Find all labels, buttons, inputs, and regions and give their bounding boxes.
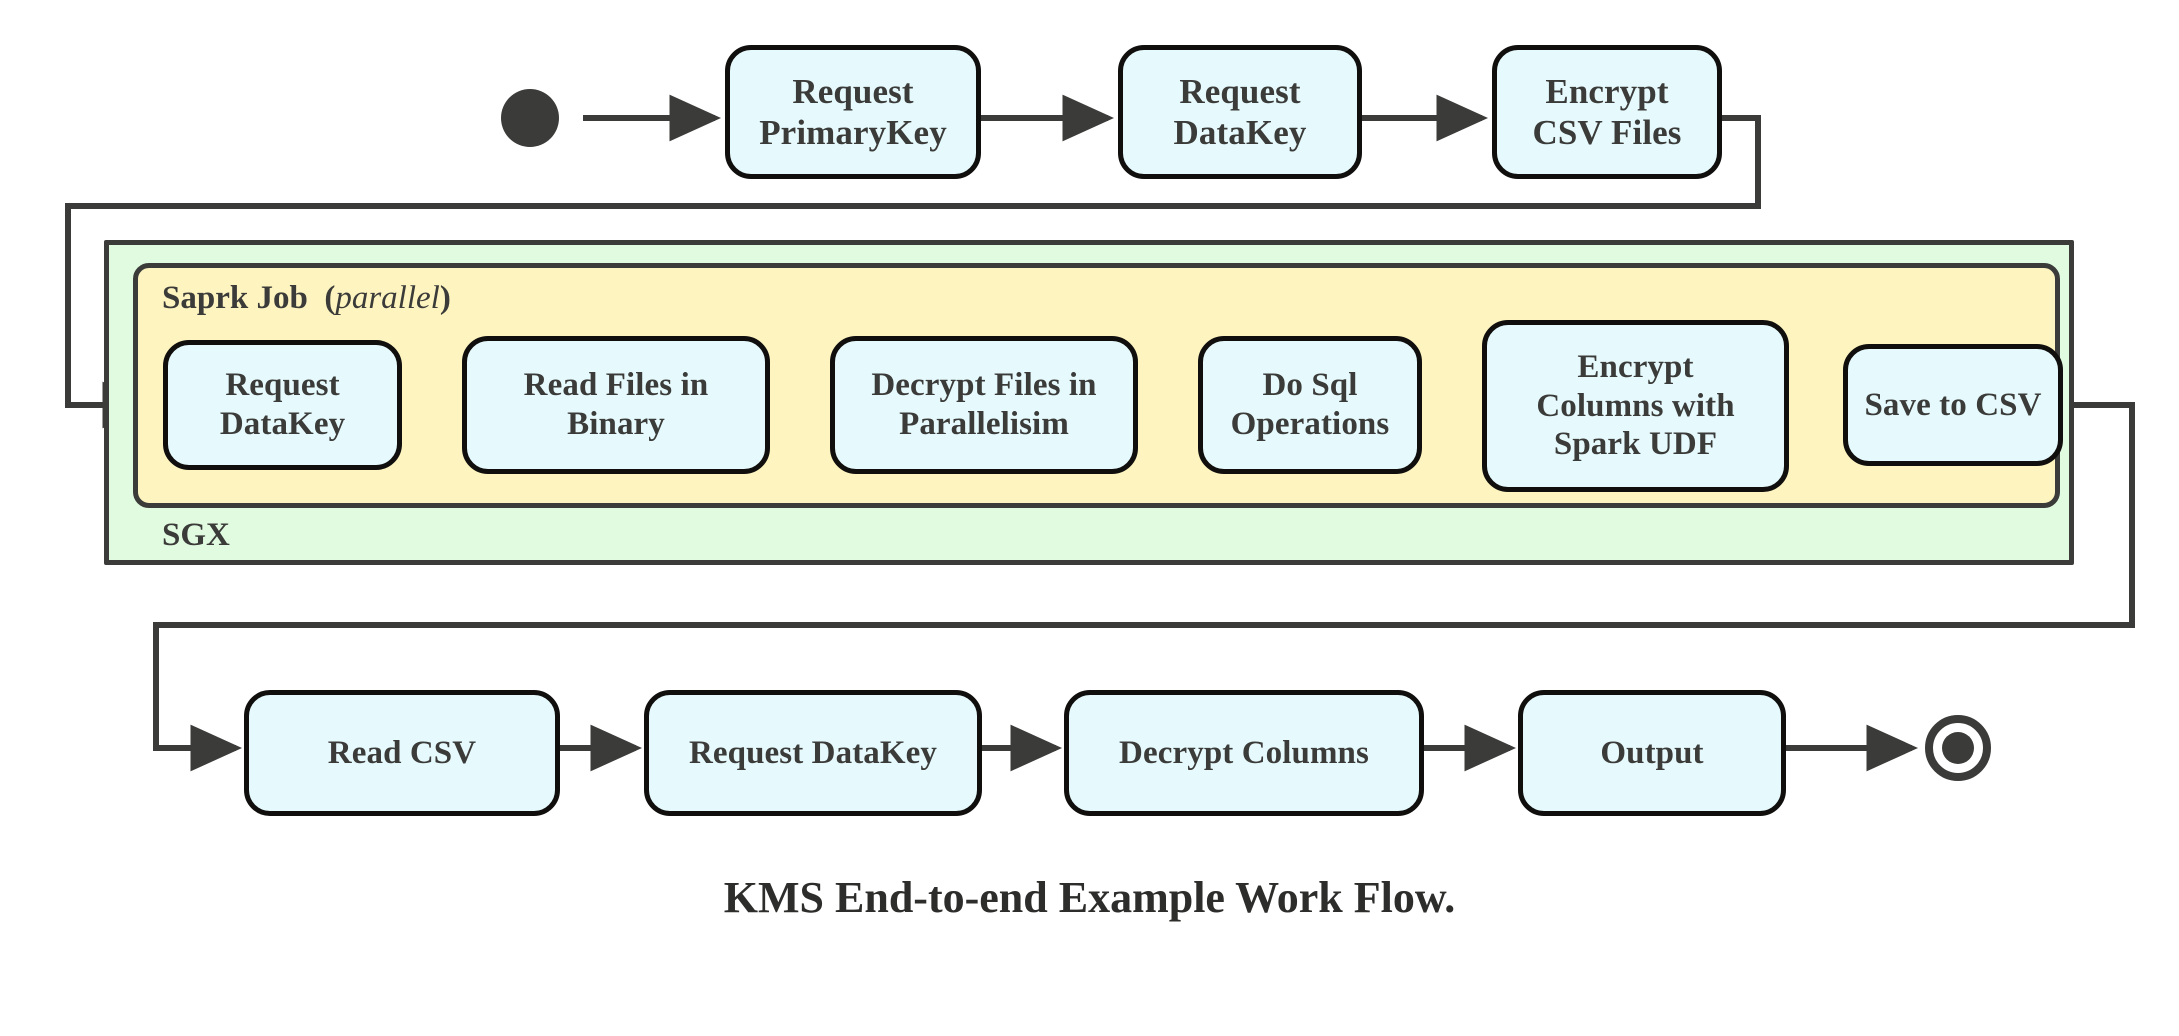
node-save-to-csv[interactable]: Save to CSV [1843, 344, 2063, 466]
start-node [501, 89, 559, 147]
node-label: Request DataKey [688, 734, 938, 771]
node-label: Save to CSV [1864, 386, 2042, 423]
edge-save-to-csv-to-read-csv [153, 402, 2135, 772]
spark-job-label: Saprk Job [162, 280, 308, 316]
node-label: Decrypt Columns [1119, 734, 1369, 771]
node-decrypt-columns[interactable]: Decrypt Columns [1064, 690, 1424, 816]
diagram-caption: KMS End-to-end Example Work Flow. [723, 873, 1456, 922]
spark-qualifier-close: ) [439, 280, 451, 316]
spark-qualifier: parallel [335, 280, 440, 316]
sgx-title: SGX [162, 517, 230, 553]
edge-encrypt-csv-to-request-datakey-spark [65, 115, 1761, 429]
spark-qualifier-open: ( [324, 280, 336, 316]
node-read-csv[interactable]: Read CSV [244, 690, 560, 816]
node-label: Output [1600, 734, 1704, 771]
node-request-datakey-bottom[interactable]: Request DataKey [644, 690, 982, 816]
end-node [1925, 715, 1991, 781]
node-output[interactable]: Output [1518, 690, 1786, 816]
node-label: Read CSV [327, 734, 477, 771]
spark-job-title: Saprk Job (parallel) [162, 280, 451, 317]
